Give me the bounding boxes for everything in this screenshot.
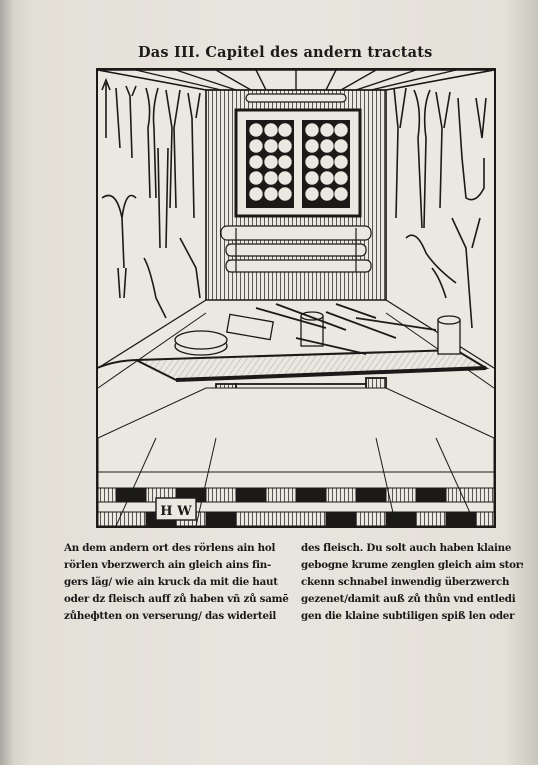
left-instruments [101, 77, 201, 319]
text-line: ckenn schnabel inwendig überzwerch [301, 576, 510, 588]
window [234, 108, 362, 218]
text-line: gers läg/ wie ain kruck da mit die haut [64, 576, 278, 588]
binding-shadow [0, 0, 14, 765]
text-line: oder dz fleisch auff zů haben vñ zů samē [64, 593, 289, 605]
back-bench [220, 225, 372, 273]
text-line: An dem andern ort des rörlens ain hol [64, 542, 276, 554]
text-column-left: An dem andern ort des rörlens ain hol rö… [64, 540, 296, 625]
left-wall [97, 69, 207, 389]
text-line: gebogne krume zenglen gleich aim stors [301, 559, 523, 571]
text-line: des fleisch. Du solt auch haben klaine [301, 542, 512, 554]
text-line: gezenet/damit auß zů thůn vnd entledi [301, 593, 516, 605]
table-items [96, 303, 461, 369]
text-line: gen die klaine subtiligen spiß len oder [301, 610, 515, 622]
woodcut-illustration: H W [96, 68, 496, 528]
monogram: H W [160, 504, 192, 519]
text-line: rörlen vberzwerch ain gleich ains fin- [64, 559, 272, 571]
surgical-instruments-woodcut: H W [96, 68, 496, 528]
ceiling [97, 69, 495, 91]
text-line: zůheфtten on verserung/ das widerteil [64, 610, 277, 622]
right-instruments [393, 87, 487, 329]
text-column-right: des fleisch. Du solt auch haben klaine g… [301, 540, 523, 625]
running-head: Das III. Capitel des andern tractats [138, 44, 433, 61]
floor [97, 387, 495, 527]
wall-rod [245, 93, 347, 103]
